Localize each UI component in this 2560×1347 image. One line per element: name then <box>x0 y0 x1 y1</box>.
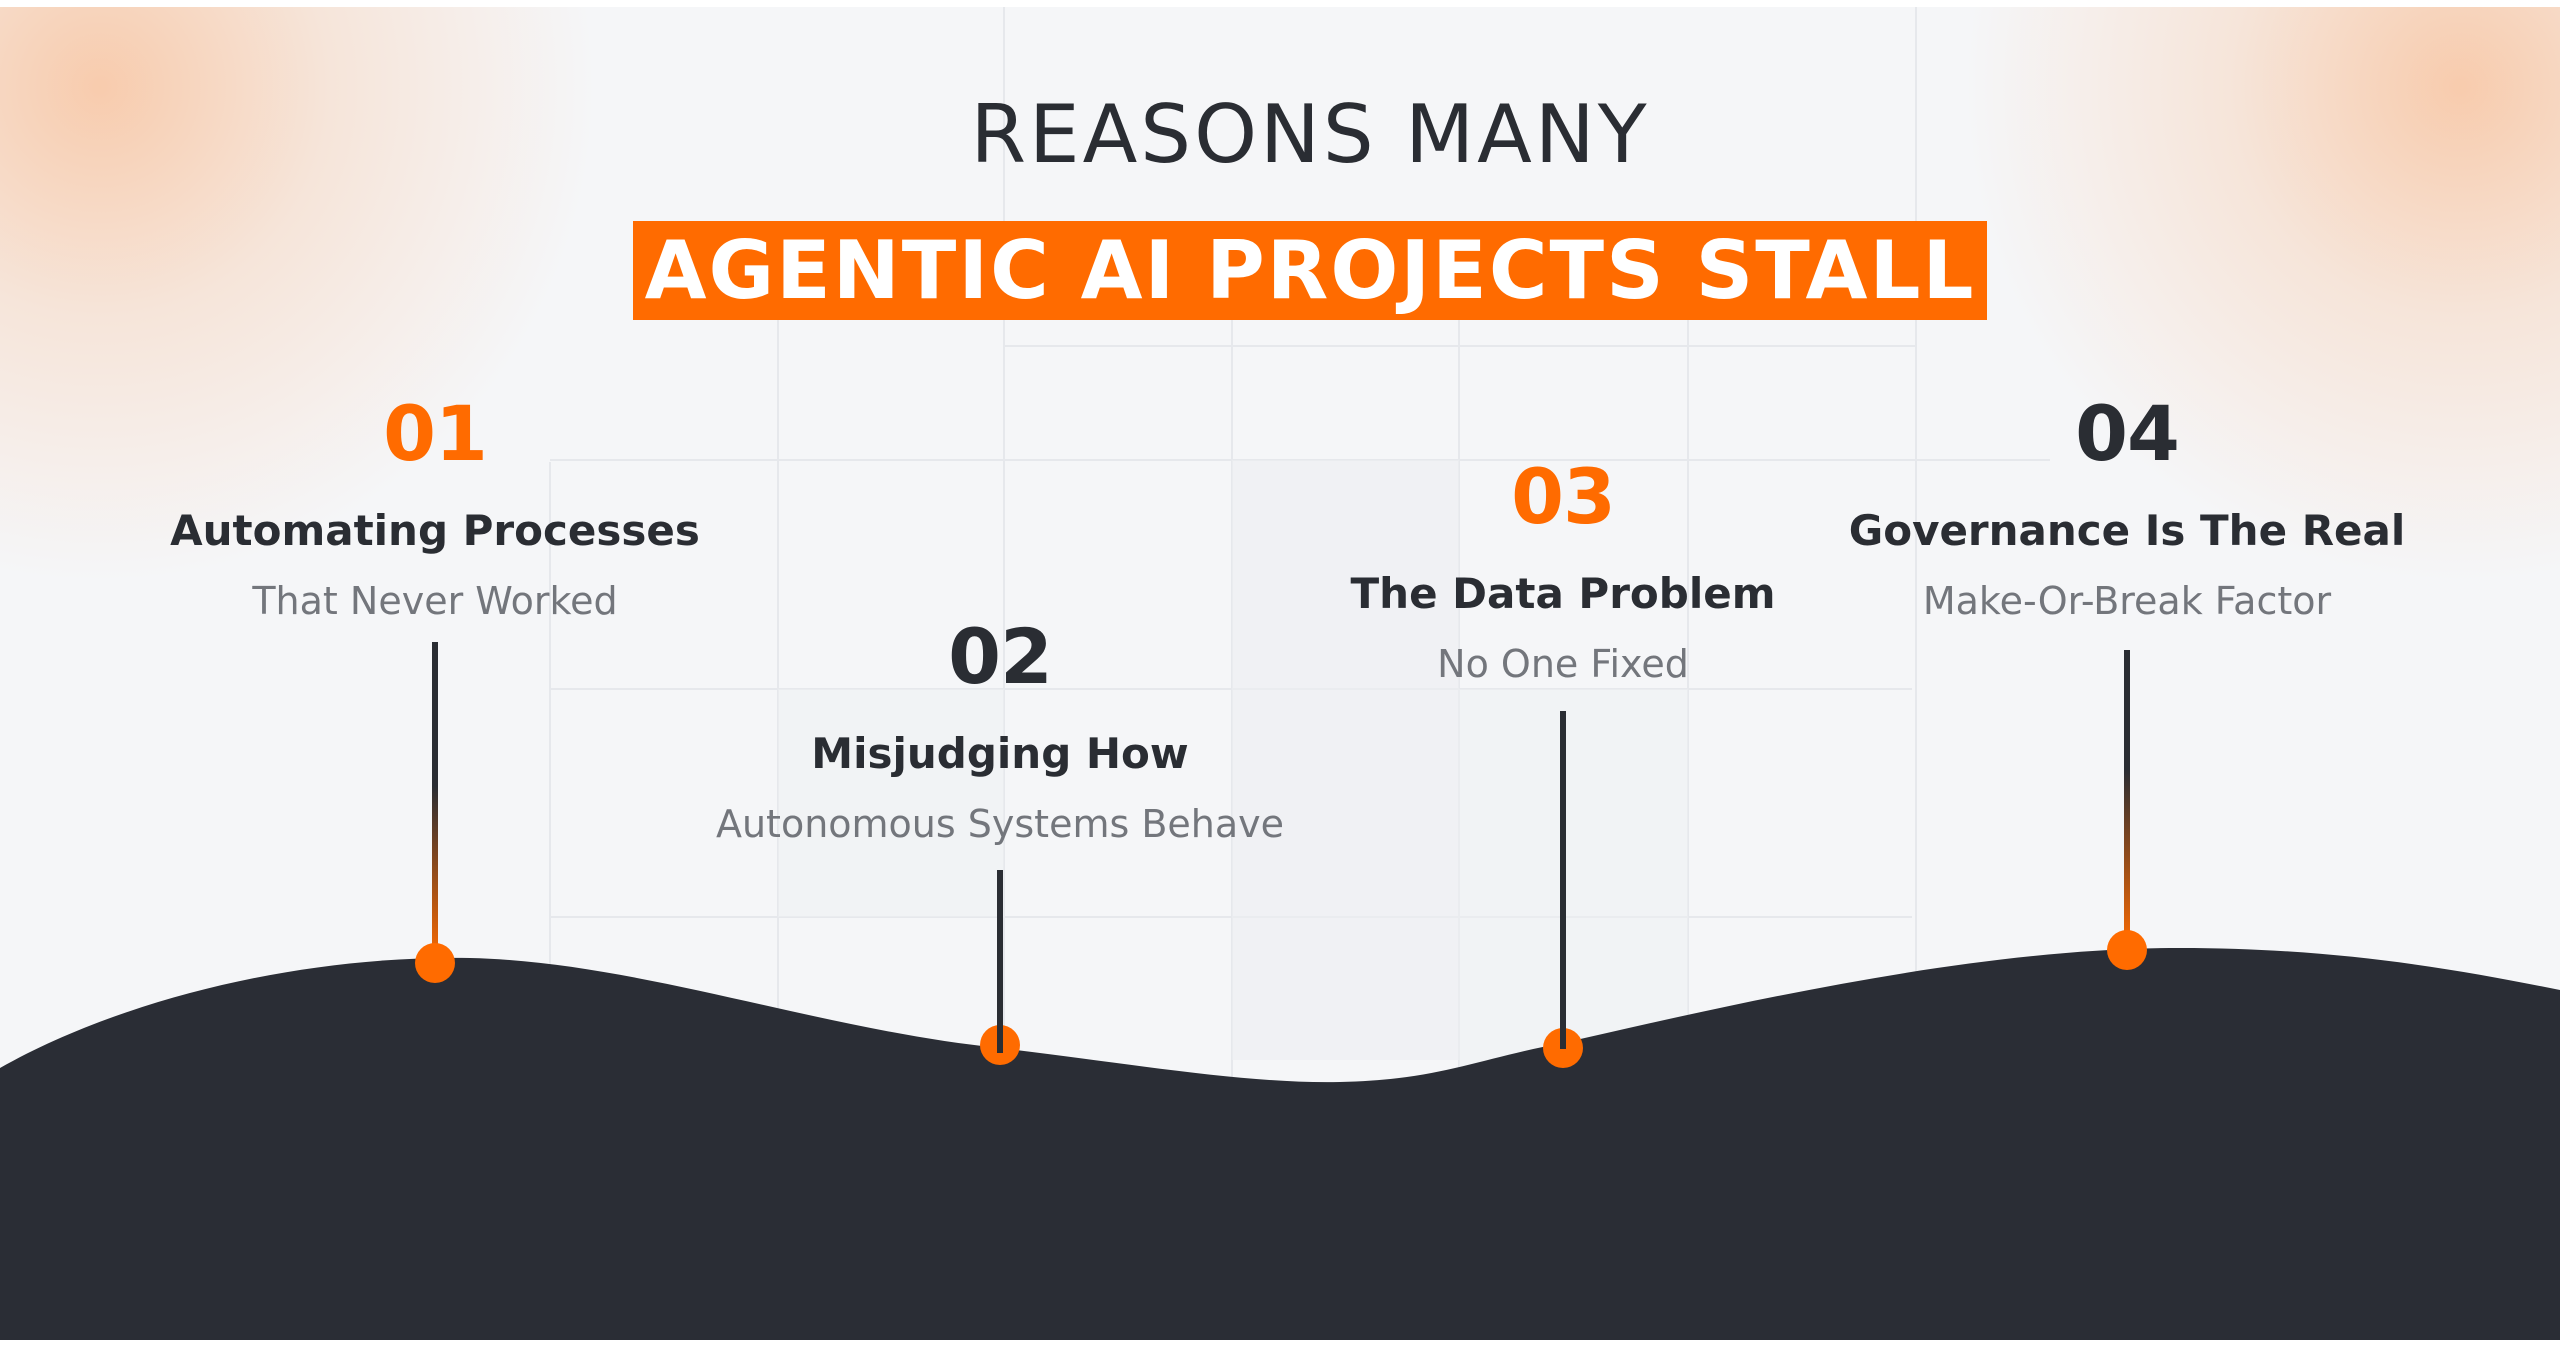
reason-subtitle: That Never Worked <box>252 579 618 623</box>
reason-number: 01 <box>383 389 488 478</box>
reason-number: 02 <box>948 612 1053 701</box>
connector-04 <box>2107 650 2147 970</box>
reason-title: Governance Is The Real <box>1848 506 2406 555</box>
reason-number: 04 <box>2075 389 2180 478</box>
reason-subtitle: Autonomous Systems Behave <box>715 802 1285 846</box>
reason-subtitle: Make-Or-Break Factor <box>1922 579 2332 623</box>
infographic-canvas: REASONS MANY AGENTIC AI PROJECTS STALL 0… <box>0 7 2560 1340</box>
reason-item-03: 03 The Data Problem No One Fixed <box>1183 452 1943 686</box>
title-line-2-highlight: AGENTIC AI PROJECTS STALL <box>632 221 1988 320</box>
wave-timeline <box>0 642 2560 1340</box>
reason-item-04: 04 Governance Is The Real Make-Or-Break … <box>1747 389 2507 623</box>
reason-subtitle: No One Fixed <box>1437 642 1689 686</box>
reason-title: Automating Processes <box>170 506 700 555</box>
connector-line <box>997 870 1003 1053</box>
timeline-dot <box>415 943 455 983</box>
reason-title: Misjudging How <box>811 729 1189 778</box>
dark-wave-shape <box>0 948 2560 1340</box>
connector-line <box>2124 650 2130 950</box>
connector-03 <box>1543 711 1583 1068</box>
connector-01 <box>415 642 455 983</box>
connector-line <box>432 642 438 963</box>
reason-item-01: 01 Automating Processes That Never Worke… <box>55 389 815 623</box>
reason-number: 03 <box>1511 452 1616 541</box>
title-line-1: REASONS MANY <box>970 88 1650 181</box>
reason-title: The Data Problem <box>1350 569 1776 618</box>
connector-02 <box>980 870 1020 1065</box>
timeline-dot <box>2107 930 2147 970</box>
reason-item-02: 02 Misjudging How Autonomous Systems Beh… <box>620 612 1380 846</box>
connector-line <box>1560 711 1566 1049</box>
